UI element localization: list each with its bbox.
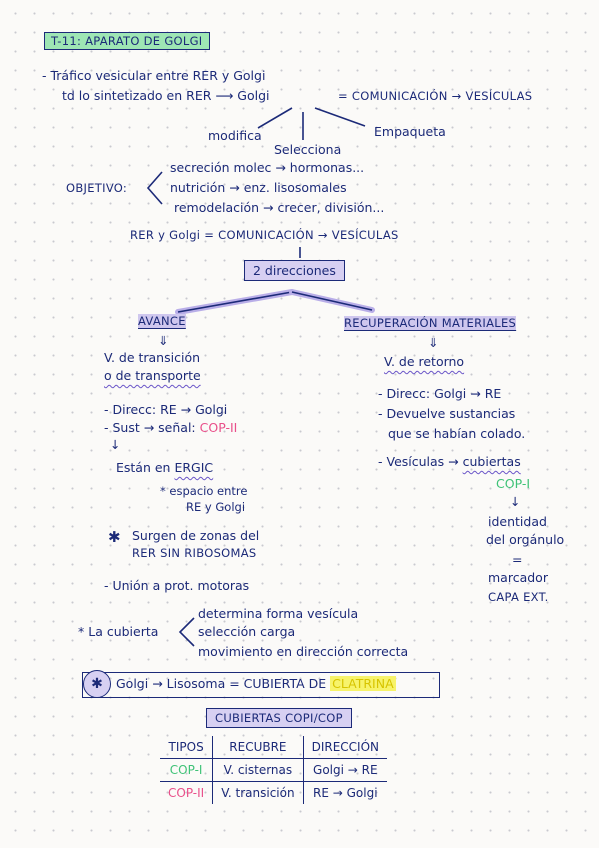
recuperacion-devuelve-1: - Devuelve sustancias <box>378 406 516 421</box>
recuperacion-identidad-1: identidad <box>488 514 547 529</box>
objetivo-label: OBJETIVO: <box>66 181 128 195</box>
cubierta-item-2: selección carga <box>198 624 296 639</box>
avance-espacio-2: RE y Golgi <box>186 500 246 514</box>
avance-arrow: ⇓ <box>158 333 169 348</box>
cubierta-item-1: determina forma vesícula <box>198 606 359 621</box>
avance-sust-prefix: - Sust → señal: <box>104 420 196 435</box>
avance-surgen-2: RER SIN RIBOSOMAS <box>132 546 257 560</box>
cubierta-item-3: movimiento en dirección correcta <box>198 644 409 659</box>
recuperacion-devuelve-2: que se habían colado. <box>388 426 526 441</box>
recuperacion-cubiertas: cubiertas <box>462 454 521 469</box>
avance-down-arrow: ↓ <box>110 437 121 452</box>
cubierta-label: * La cubierta <box>78 624 159 639</box>
recuperacion-arrow: ⇓ <box>428 335 439 350</box>
recuperacion-vesicula: V. de retorno <box>384 354 465 369</box>
avance-surgen-1: Surgen de zonas del <box>132 528 260 543</box>
action-modifica: modifica <box>208 128 262 143</box>
intro-line-1: - Tráfico vesicular entre RER y Golgi <box>42 68 266 83</box>
clatrina-prefix: Golgi → Lisosoma = CUBIERTA DE <box>116 676 327 691</box>
recuperacion-direcc: - Direcc: Golgi → RE <box>378 386 502 401</box>
recuperacion-vesiculas: - Vesículas → cubiertas <box>378 454 521 469</box>
avance-estan: Están en ERGIC <box>116 460 213 475</box>
table-row: COP-II V. transición RE → Golgi <box>160 781 387 804</box>
recuperacion-cop: COP-I <box>496 476 531 491</box>
action-selecciona: Selecciona <box>274 142 342 157</box>
recuperacion-heading: RECUPERACIÓN MATERIALES <box>344 316 517 330</box>
avance-estan-prefix: Están en <box>116 460 171 475</box>
avance-vesicula-1: V. de transición <box>104 350 201 365</box>
avance-sust: - Sust → señal: COP-II <box>104 420 237 435</box>
recuperacion-marcador-2: CAPA EXT. <box>488 590 549 604</box>
page-title: T-11: APARATO DE GOLGI <box>44 32 210 50</box>
recuperacion-vesiculas-prefix: - Vesículas → <box>378 454 459 469</box>
avance-union: - Unión a prot. motoras <box>104 578 250 593</box>
table-cell-recubre: V. transición <box>212 781 304 804</box>
avance-vesicula-2: o de transporte <box>104 368 201 383</box>
table-cell-direccion: RE → Golgi <box>302 781 387 804</box>
recuperacion-down-arrow: ↓ <box>510 494 521 509</box>
recuperacion-marcador-1: marcador <box>488 570 548 585</box>
recuperacion-equals: = <box>512 552 523 567</box>
table-title: CUBIERTAS COPI/COP <box>206 708 352 728</box>
intro-line-2: td lo sintetizado en RER ⟶ Golgi <box>62 88 270 103</box>
clatrina-box <box>82 672 440 698</box>
table-cell-recubre: V. cisternas <box>212 758 304 782</box>
intro-line-2b: = COMUNICACIÓN → VESÍCULAS <box>338 89 533 103</box>
avance-ergic: ERGIC <box>174 460 214 475</box>
clatrina-symbol: ✱ <box>83 670 111 698</box>
recuperacion-identidad-2: del orgánulo <box>486 532 565 547</box>
avance-espacio-1: * espacio entre <box>160 484 248 498</box>
table-row: COP-I V. cisternas Golgi → RE <box>160 758 387 782</box>
clatrina-word: CLATRINA <box>330 676 396 691</box>
table-cell-direccion: Golgi → RE <box>302 758 387 782</box>
direcciones-box: 2 direcciones <box>244 260 345 281</box>
avance-surgen-symbol: ✱ <box>108 528 121 546</box>
avance-heading: AVANCE <box>138 314 186 328</box>
table-cell-tipo: COP-I <box>160 758 213 782</box>
table-cell-tipo: COP-II <box>168 786 205 800</box>
clatrina-text: Golgi → Lisosoma = CUBIERTA DE CLATRINA <box>116 676 396 691</box>
objetivo-item-3: remodelación → crecer, división... <box>174 200 385 215</box>
objetivo-item-1: secreción molec → hormonas... <box>170 160 365 175</box>
table-header-direccion: DIRECCIÓN <box>302 736 387 759</box>
table-header-tipos: TIPOS <box>160 736 213 759</box>
cubiertas-table: TIPOS RECUBRE DIRECCIÓN COP-I V. cistern… <box>160 736 387 804</box>
avance-sust-signal: COP-II <box>199 420 238 435</box>
objetivo-item-2: nutrición → enz. lisosomales <box>170 180 347 195</box>
avance-direcc: - Direcc: RE → Golgi <box>104 402 228 417</box>
action-empaqueta: Empaqueta <box>374 124 446 139</box>
table-header-recubre: RECUBRE <box>212 736 304 759</box>
rer-golgi-comunicacion: RER y Golgi = COMUNICACIÓN → VESÍCULAS <box>130 228 399 242</box>
